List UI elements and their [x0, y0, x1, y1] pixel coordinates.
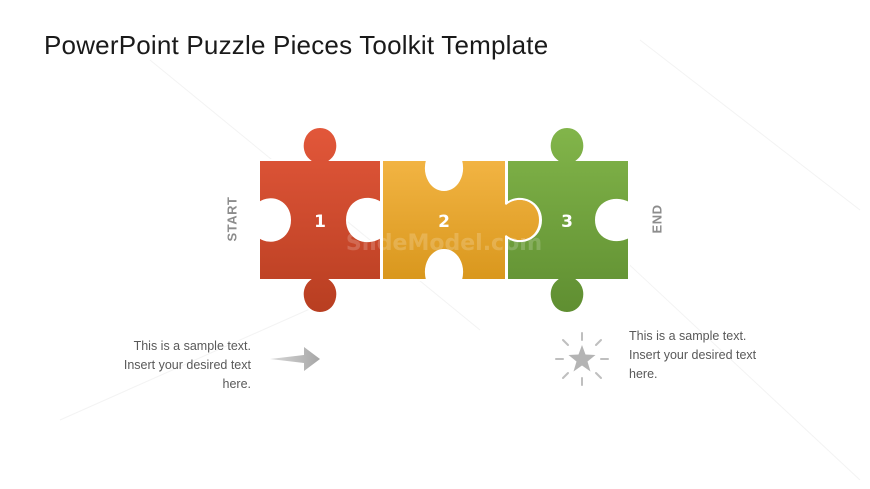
- end-label: END: [649, 204, 665, 234]
- right-note: This is a sample text. Insert your desir…: [629, 327, 799, 384]
- piece-number-2: 2: [438, 212, 450, 232]
- left-note-line-1: This is a sample text.: [133, 339, 251, 353]
- puzzle-piece-3: [506, 125, 630, 315]
- slide-title: PowerPoint Puzzle Pieces Toolkit Templat…: [44, 30, 549, 60]
- left-note-line-3: here.: [222, 377, 252, 391]
- star-burst-icon: [555, 332, 609, 386]
- start-label: START: [224, 196, 240, 242]
- right-note-line-3: here.: [629, 367, 658, 381]
- piece-number-3: 3: [561, 212, 573, 232]
- right-note-line-2: Insert your desired text: [629, 348, 757, 362]
- piece-number-1: 1: [314, 212, 326, 232]
- left-note: This is a sample text. Insert your desir…: [90, 337, 251, 394]
- arrow-right-icon: [270, 347, 320, 371]
- watermark-text: SlideModel.com: [346, 231, 542, 256]
- right-note-line-1: This is a sample text.: [629, 329, 747, 343]
- left-note-line-2: Insert your desired text: [123, 358, 251, 372]
